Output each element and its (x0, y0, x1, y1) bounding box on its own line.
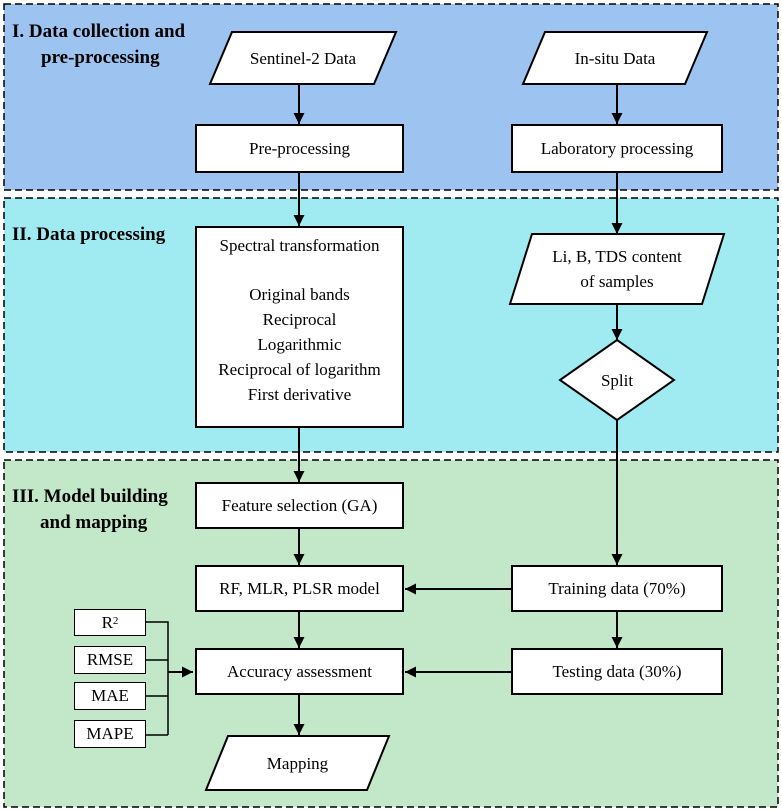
sentinel-data-label: Sentinel-2 Data (249, 48, 357, 68)
section-1-title: I. Data collection and pre-processing (12, 19, 185, 71)
insitu-data-label: In-situ Data (574, 48, 656, 68)
feature-selection-box: Feature selection (GA) (195, 482, 404, 529)
spectral-item: Logarithmic (257, 335, 342, 354)
accuracy-assessment-box: Accuracy assessment (195, 648, 404, 695)
testing-data-box: Testing data (30%) (511, 648, 723, 695)
spectral-items-list: Original bands Reciprocal Logarithmic Re… (218, 263, 380, 407)
metric-r2-base: R (101, 612, 113, 632)
section-3-title-line1: III. Model building (12, 486, 168, 507)
lab-processing-box: Laboratory processing (511, 124, 723, 173)
spectral-item: Reciprocal (262, 310, 337, 329)
section-2-title: II. Data processing (12, 222, 165, 248)
training-data-box: Training data (70%) (511, 565, 723, 612)
content-samples-line1: Li, B, TDS content (552, 247, 682, 266)
metric-rmse: RMSE (74, 646, 146, 674)
spectral-item: Reciprocal of logarithm (218, 360, 381, 379)
content-samples-shape (508, 233, 726, 305)
spectral-transformation-box: Spectral transformation Original bands R… (195, 226, 404, 428)
mapping-shape (204, 735, 391, 791)
model-box: RF, MLR, PLSR model (195, 565, 404, 612)
section-3-title: III. Model building and mapping (12, 484, 168, 536)
section-1-title-line2: pre-processing (41, 47, 160, 68)
section-3-title-line2: and mapping (40, 512, 148, 533)
metric-mape: MAPE (74, 720, 146, 748)
spectral-transformation-title: Spectral transformation (219, 235, 380, 255)
metrics-bracket (146, 621, 169, 736)
split-label: Split (600, 370, 634, 390)
sentinel-data-shape (208, 31, 398, 85)
metric-mae: MAE (74, 682, 146, 710)
preprocessing-box: Pre-processing (195, 124, 404, 173)
spectral-item: First derivative (247, 385, 352, 404)
section-2-title-line1: II. Data processing (12, 224, 166, 245)
mapping-label: Mapping (266, 753, 329, 773)
content-samples-line2: of samples (580, 272, 654, 291)
content-samples-label: Li, B, TDS content of samples (510, 234, 724, 304)
insitu-data-shape (521, 31, 709, 85)
section-1-title-line1: I. Data collection and (12, 21, 186, 42)
spectral-item: Original bands (249, 285, 350, 304)
